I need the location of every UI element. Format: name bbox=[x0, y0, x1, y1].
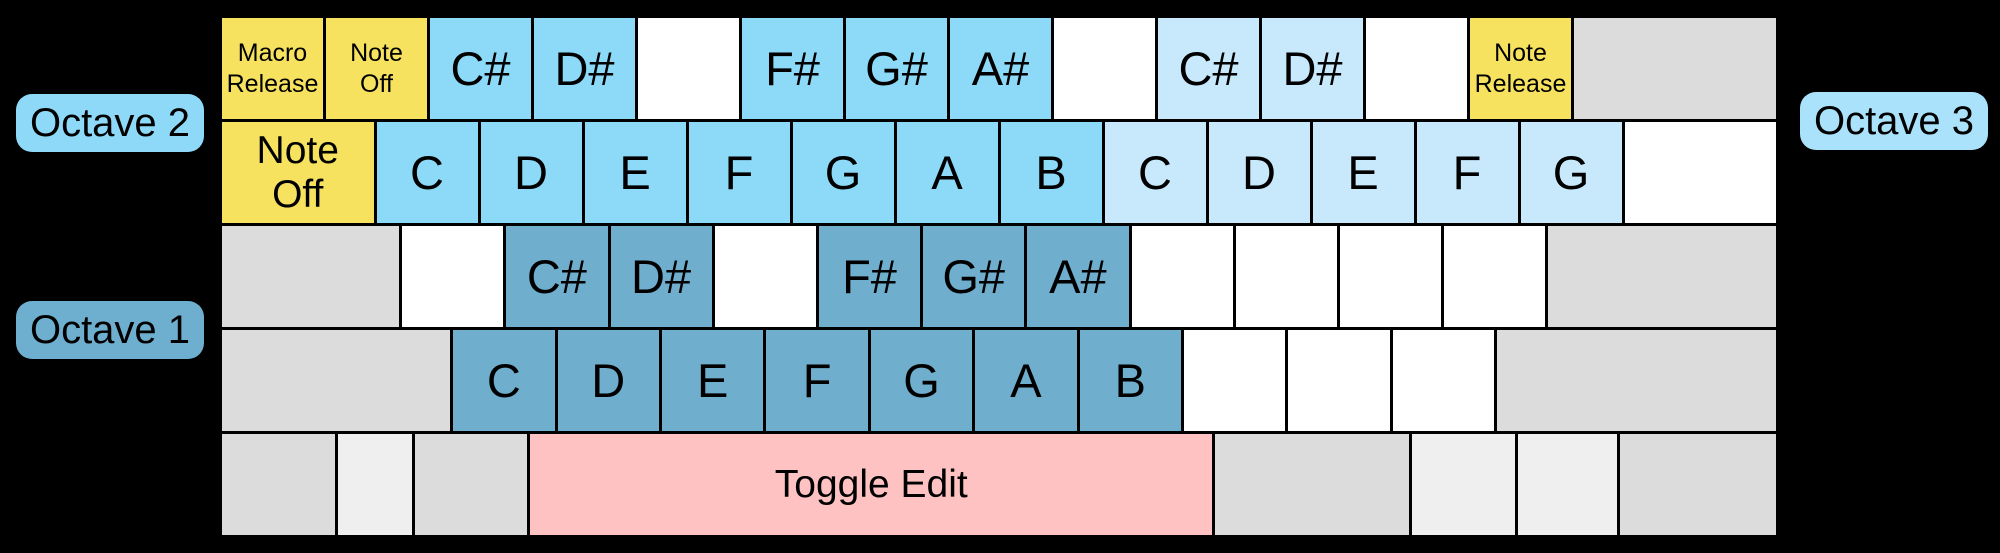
key-blank bbox=[1184, 330, 1286, 431]
key-c: C bbox=[376, 122, 478, 223]
key-g-sharp: G# bbox=[846, 18, 947, 119]
key-blank bbox=[1288, 330, 1390, 431]
key-d-sharp: D# bbox=[610, 226, 712, 327]
key-f: F bbox=[688, 122, 790, 223]
octave-1-label: Octave 1 bbox=[16, 301, 204, 359]
key-e: E bbox=[661, 330, 764, 431]
key-blank bbox=[1548, 226, 1777, 327]
key-a-sharp: A# bbox=[950, 18, 1051, 119]
key-blank bbox=[1517, 434, 1617, 535]
key-a: A bbox=[896, 122, 998, 223]
keyboard-row-5: Toggle Edit bbox=[222, 434, 1776, 535]
key-d-sharp: D# bbox=[534, 18, 635, 119]
octave-3-label: Octave 3 bbox=[1800, 92, 1988, 150]
key-blank bbox=[402, 226, 504, 327]
key-d-sharp: D# bbox=[1262, 18, 1363, 119]
key-blank bbox=[338, 434, 413, 535]
key-f: F bbox=[766, 330, 868, 431]
key-c: C bbox=[453, 330, 555, 431]
key-blank bbox=[222, 330, 451, 431]
key-blank bbox=[1131, 226, 1233, 327]
key-c-sharp: C# bbox=[506, 226, 608, 327]
key-blank bbox=[638, 18, 739, 119]
key-toggle-edit: Toggle Edit bbox=[530, 434, 1213, 535]
key-blank bbox=[1392, 330, 1495, 431]
key-f-sharp: F# bbox=[742, 18, 843, 119]
key-note-off: Note Off bbox=[222, 122, 374, 223]
key-f: F bbox=[1416, 122, 1518, 223]
keyboard-row-3: C#D# F#G#A# bbox=[222, 226, 1777, 327]
key-blank bbox=[1619, 434, 1776, 535]
key-e: E bbox=[1312, 122, 1414, 223]
key-g-sharp: G# bbox=[923, 226, 1025, 327]
key-a: A bbox=[975, 330, 1077, 431]
key-blank bbox=[1215, 434, 1410, 535]
key-note-off: Note Off bbox=[326, 18, 427, 119]
key-a-sharp: A# bbox=[1027, 226, 1129, 327]
key-c-sharp: C# bbox=[430, 18, 531, 119]
key-d: D bbox=[480, 122, 582, 223]
key-c-sharp: C# bbox=[1158, 18, 1259, 119]
key-g: G bbox=[870, 330, 973, 431]
key-blank bbox=[1339, 226, 1442, 327]
key-note-release: Note Release bbox=[1470, 18, 1571, 119]
key-blank bbox=[222, 226, 400, 327]
key-blank bbox=[1412, 434, 1515, 535]
key-g: G bbox=[792, 122, 894, 223]
key-macro-release: Macro Release bbox=[222, 18, 323, 119]
key-blank bbox=[1366, 18, 1467, 119]
key-e: E bbox=[584, 122, 686, 223]
key-blank bbox=[1054, 18, 1155, 119]
key-f-sharp: F# bbox=[818, 226, 921, 327]
key-blank bbox=[415, 434, 528, 535]
octave-2-label: Octave 2 bbox=[16, 94, 204, 152]
key-d: D bbox=[1208, 122, 1310, 223]
key-blank bbox=[1574, 18, 1776, 119]
key-blank bbox=[1497, 330, 1777, 431]
key-blank bbox=[1624, 122, 1776, 223]
key-c: C bbox=[1104, 122, 1206, 223]
key-blank bbox=[1444, 226, 1546, 327]
key-b: B bbox=[1079, 330, 1181, 431]
key-blank bbox=[714, 226, 816, 327]
key-blank bbox=[222, 434, 336, 535]
key-d: D bbox=[557, 330, 659, 431]
key-g: G bbox=[1520, 122, 1622, 223]
key-b: B bbox=[1000, 122, 1102, 223]
key-blank bbox=[1235, 226, 1337, 327]
